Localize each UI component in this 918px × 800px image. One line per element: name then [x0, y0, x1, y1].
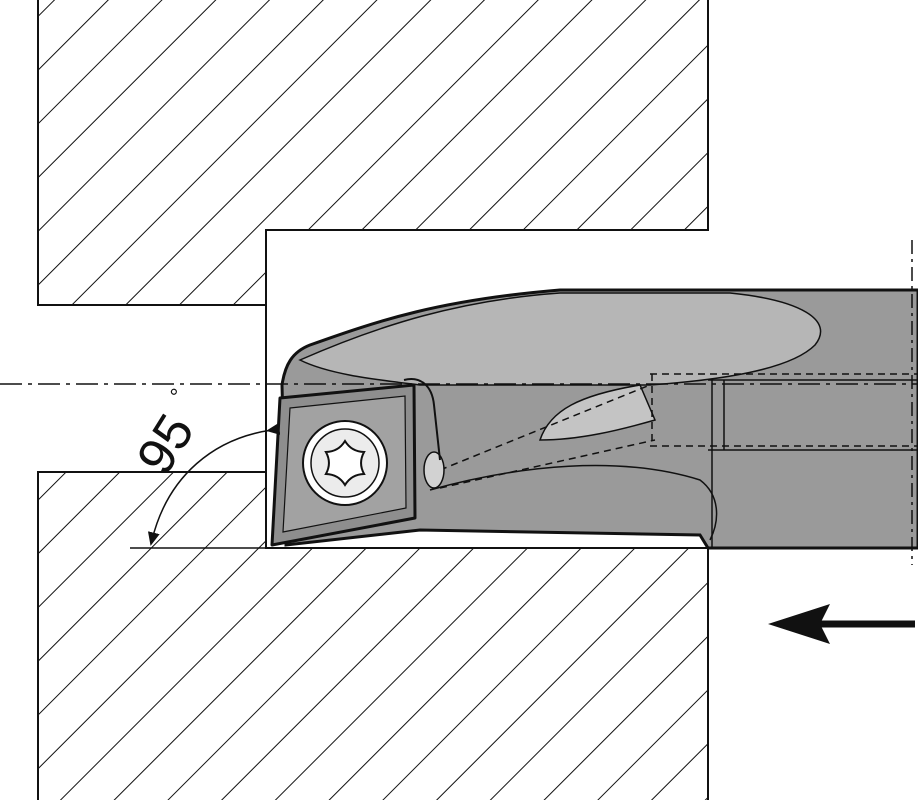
angle-unit: °	[165, 384, 191, 405]
torx-screw-icon	[302, 420, 388, 506]
boring-bar-upper-face	[298, 292, 822, 386]
coolant-channel-hidden-lines	[439, 373, 918, 489]
workpiece-upper-section	[37, 0, 709, 306]
boring-bar	[280, 288, 918, 550]
arrow-left-icon	[768, 604, 915, 644]
